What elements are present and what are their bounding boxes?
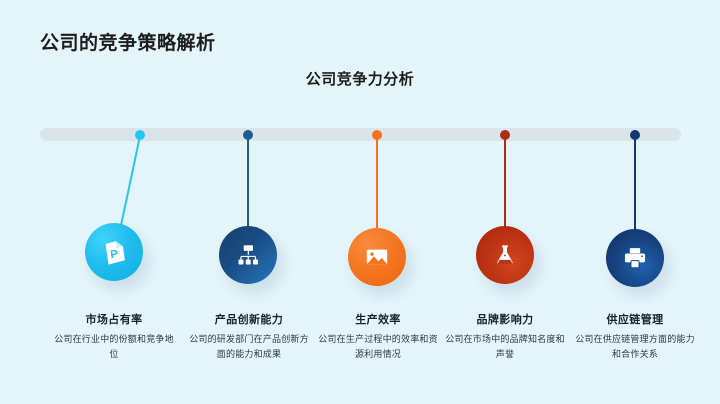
node-caption-3: 生产效率 公司在生产过程中的效率和资源利用情况 [315,311,441,362]
node-icon-circle-4[interactable] [476,226,534,284]
stem-dot-2 [243,130,253,140]
node-caption-4: 品牌影响力 公司在市场中的品牌知名度和声誉 [442,311,568,362]
node-caption-1: 市场占有率 公司在行业中的份额和竞争地位 [51,311,177,362]
node-icon-circle-1[interactable]: P [85,223,143,281]
stem-line-5 [634,136,636,232]
stem-line-4 [504,136,506,232]
flask-icon [492,242,518,268]
sitemap-icon [235,242,261,268]
node-title-2: 产品创新能力 [214,314,284,326]
image-icon [364,244,390,270]
node-caption-5: 供应链管理 公司在供应链管理方面的能力和合作关系 [572,311,698,362]
timeline-track [40,128,681,141]
node-caption-2: 产品创新能力 公司的研发部门在产品创新方面的能力和成果 [186,311,312,362]
node-desc-2: 公司的研发部门在产品创新方面的能力和成果 [189,334,309,359]
node-icon-circle-5[interactable] [606,229,664,287]
stem-dot-1 [135,130,145,140]
stem-line-2 [247,136,249,232]
node-title-1: 市场占有率 [85,314,143,326]
node-title-3: 生产效率 [355,314,401,326]
node-icon-circle-2[interactable] [219,226,277,284]
printer-icon [622,245,648,271]
stem-line-3 [376,136,378,232]
chart-subtitle: 公司竞争力分析 [305,71,415,88]
node-desc-5: 公司在供应链管理方面的能力和合作关系 [575,334,695,359]
node-desc-4: 公司在市场中的品牌知名度和声誉 [445,334,565,359]
node-icon-circle-3[interactable] [348,228,406,286]
stem-dot-4 [500,130,510,140]
node-title-5: 供应链管理 [606,314,664,326]
stem-dot-3 [372,130,382,140]
svg-text:P: P [109,248,119,261]
node-desc-1: 公司在行业中的份额和竞争地位 [54,334,174,359]
page-title: 公司的竞争策略解析 [40,33,216,54]
file-powerpoint-icon: P [101,239,128,266]
node-title-4: 品牌影响力 [476,314,534,326]
node-desc-3: 公司在生产过程中的效率和资源利用情况 [318,334,438,359]
stem-dot-5 [630,130,640,140]
stem-line-1 [119,135,141,231]
